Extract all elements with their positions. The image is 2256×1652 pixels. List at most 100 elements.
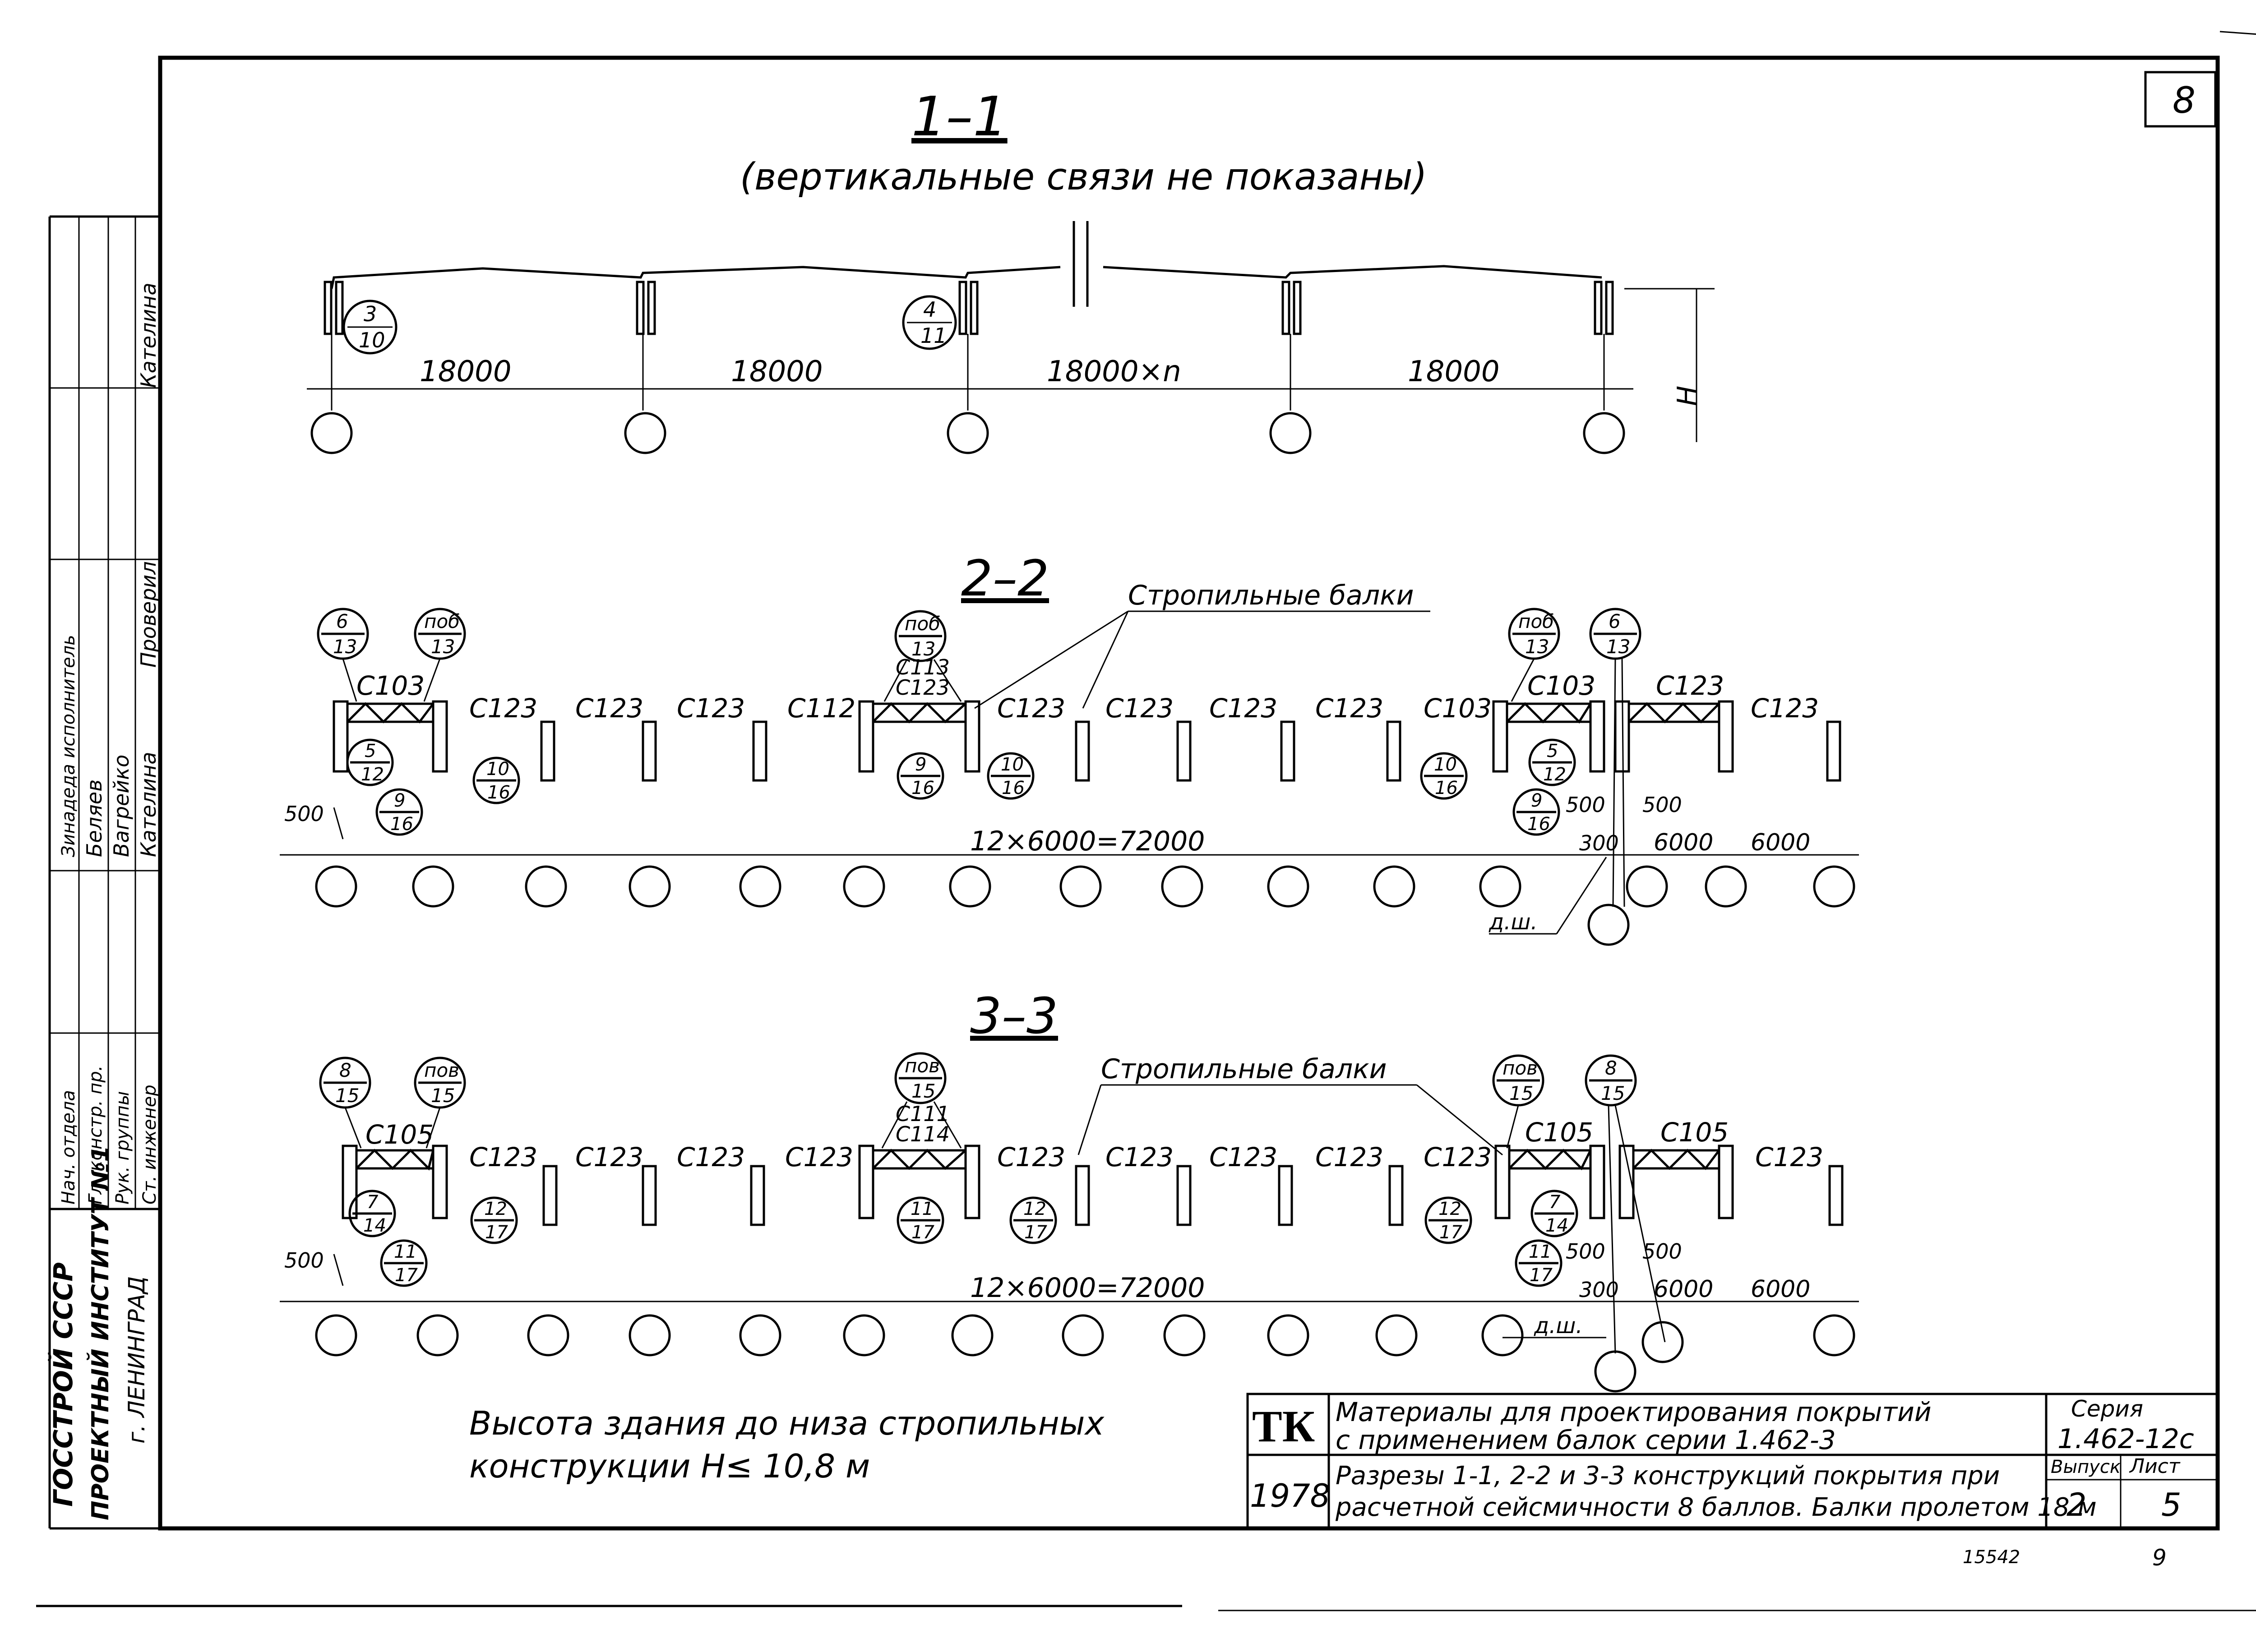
truss-2-b: [872, 702, 967, 724]
member-2-10: С123: [1209, 693, 1277, 724]
svg-text:17: 17: [1530, 1265, 1553, 1286]
svg-text:С123: С123: [1209, 1142, 1277, 1172]
scan-edge-top-right: [2219, 31, 2256, 35]
title-line-2: с применением балок серии 1.462-3: [1336, 1425, 1836, 1455]
note-line-1: Высота здания до низа стропильных: [469, 1404, 1105, 1442]
callout-2-top-1-b: 13: [333, 636, 357, 658]
dim-2-c: 300: [1579, 831, 1619, 855]
svg-text:9: 9: [915, 754, 926, 775]
stamp-org: ГОССТРОЙ СССР: [47, 1262, 79, 1507]
dim-2-b: 500: [1642, 793, 1682, 817]
left-stamp: ГОССТРОЙ СССР ПРОЕКТНЫЙ ИНСТИТУТ №1 г. Л…: [47, 215, 161, 1530]
svg-text:С105: С105: [365, 1119, 434, 1150]
height-label: H: [1672, 386, 1703, 406]
svg-text:12: 12: [1543, 764, 1566, 785]
callout-2-top-4-b: 13: [1525, 636, 1549, 658]
stamp-role-4: Ст. инженер: [139, 1084, 160, 1204]
member-2-2: С123: [469, 693, 537, 724]
svg-text:9: 9: [1531, 790, 1542, 811]
svg-text:С123: С123: [677, 1142, 745, 1172]
callout-2-top-3-b: 13: [911, 638, 935, 660]
stamp-col-2: Проверил: [136, 561, 161, 668]
svg-text:8: 8: [339, 1059, 351, 1081]
dim-2-e: 6000: [1751, 829, 1810, 856]
svg-text:С123: С123: [997, 1142, 1065, 1172]
svg-text:10: 10: [1001, 754, 1024, 775]
section-3-beams-label: Стропильные балки: [1101, 1053, 1387, 1085]
sheet-label: Лист: [2129, 1455, 2181, 1478]
svg-text:С123: С123: [785, 1142, 853, 1172]
svg-text:9: 9: [394, 790, 405, 811]
stamp-city: г. ЛЕНИНГРАД: [124, 1276, 150, 1444]
svg-text:16: 16: [487, 782, 510, 803]
member-2-4: С123: [677, 693, 745, 724]
truss-3-c: [1508, 1149, 1592, 1171]
issue-value: 2: [2066, 1486, 2087, 1523]
stamp-col-3: Кателина: [136, 282, 161, 388]
svg-text:500: 500: [284, 1248, 324, 1273]
callout-2-top-2-b: 13: [431, 636, 455, 658]
span-1: 18000: [420, 355, 512, 388]
roof-profile-2: [1103, 265, 1602, 279]
svg-text:5: 5: [365, 741, 376, 761]
title-line-3: Разрезы 1-1, 2-2 и 3-3 конструкций покры…: [1336, 1461, 2000, 1490]
truss-3-a: [355, 1149, 435, 1171]
title-logo: ТК: [1252, 1401, 1315, 1451]
svg-text:15: 15: [335, 1084, 359, 1107]
section-1-subtitle: (вертикальные связи не показаны): [740, 156, 1427, 198]
title-year: 1978: [1250, 1477, 1330, 1514]
svg-text:12: 12: [1438, 1199, 1461, 1219]
svg-text:5: 5: [1547, 741, 1558, 761]
stamp-name-3: Кателина: [136, 752, 161, 857]
svg-text:С123: С123: [1755, 1142, 1823, 1172]
svg-text:С114: С114: [896, 1122, 950, 1146]
svg-text:11: 11: [920, 323, 947, 348]
svg-text:12: 12: [484, 1199, 507, 1219]
svg-text:3: 3: [364, 302, 377, 326]
title-line-1: Материалы для проектирования покрытий: [1336, 1397, 1932, 1427]
dim-3-joint: д.ш.: [1534, 1313, 1583, 1338]
member-2-13: С103: [1527, 670, 1595, 701]
svg-text:11: 11: [394, 1241, 417, 1262]
member-2-1: С103: [356, 670, 425, 701]
svg-text:11: 11: [911, 1199, 934, 1219]
member-2-15: С123: [1751, 693, 1819, 724]
svg-text:500: 500: [1566, 1239, 1605, 1264]
roof-profile-1: [330, 266, 1061, 289]
svg-text:12: 12: [1023, 1199, 1046, 1219]
note-line-2: конструкции H≤ 10,8 м: [469, 1447, 870, 1485]
svg-text:17: 17: [1024, 1222, 1047, 1243]
svg-text:С105: С105: [1660, 1117, 1729, 1148]
truss-2-a: [346, 702, 435, 724]
svg-text:14: 14: [363, 1215, 386, 1236]
series-value: 1.462-12с: [2057, 1423, 2194, 1455]
stamp-role-1: Нач. отдела: [58, 1090, 79, 1204]
svg-text:11: 11: [1529, 1241, 1552, 1262]
section-2-beams-label: Стропильные балки: [1128, 580, 1414, 611]
svg-text:15: 15: [431, 1084, 455, 1107]
svg-text:500: 500: [1642, 1239, 1682, 1264]
bottom-page: 9: [2152, 1545, 2167, 1571]
callout-2-top-1-a: 6: [336, 610, 348, 632]
svg-text:15: 15: [911, 1080, 935, 1102]
svg-text:12: 12: [361, 764, 384, 785]
member-2-14: С123: [1656, 670, 1724, 701]
svg-text:16: 16: [390, 814, 413, 835]
title-block: ТК 1978 Материалы для проектирования пок…: [1246, 1393, 2219, 1530]
svg-text:С123: С123: [1424, 1142, 1492, 1172]
stamp-name-2: Вагрейко: [109, 755, 134, 857]
sheet-frame: [158, 55, 2220, 1531]
svg-text:16: 16: [1002, 778, 1025, 798]
svg-text:12×6000=72000: 12×6000=72000: [970, 1272, 1205, 1304]
member-2-12: С103: [1424, 693, 1492, 724]
svg-text:17: 17: [485, 1222, 508, 1243]
svg-text:С123: С123: [575, 1142, 643, 1172]
dim-2-joint: д.ш.: [1489, 909, 1538, 935]
span-3: 18000×n: [1047, 355, 1181, 388]
member-2-5: С112: [787, 693, 855, 724]
svg-text:7: 7: [367, 1192, 379, 1213]
svg-text:10: 10: [359, 328, 385, 352]
svg-text:6000: 6000: [1751, 1276, 1810, 1303]
svg-text:пов: пов: [424, 1059, 459, 1081]
dim-2-total: 12×6000=72000: [970, 826, 1205, 857]
